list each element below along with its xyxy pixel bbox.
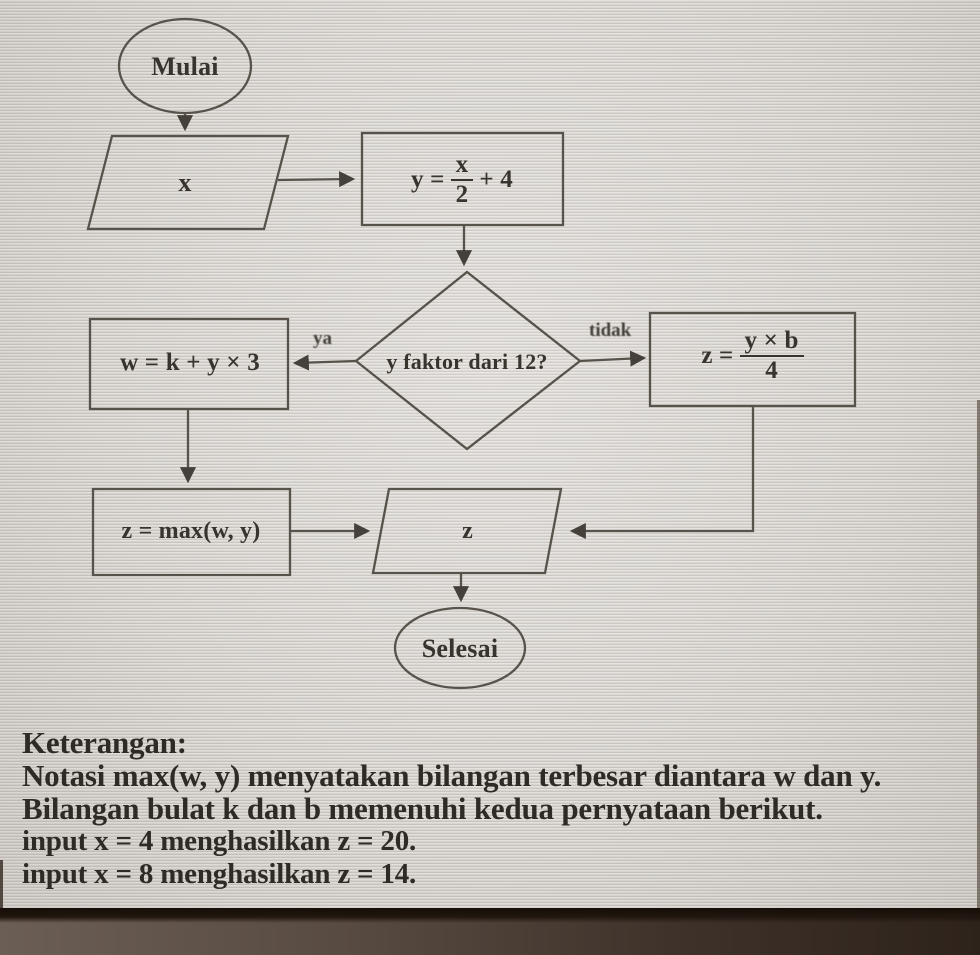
end-label: Selesai xyxy=(421,634,499,663)
input-x-shape xyxy=(88,136,288,229)
output-z-label: z xyxy=(462,518,473,544)
start-label: Mulai xyxy=(151,52,219,81)
keterangan-line: Bilangan bulat k dan b memenuhi kedua pe… xyxy=(22,791,823,826)
process-w-label: w = k + y × 3 xyxy=(120,349,260,376)
input-x-label: x xyxy=(178,168,192,197)
keterangan-line: input x = 4 menghasilkan z = 20. xyxy=(22,825,417,857)
keterangan-heading: Keterangan: xyxy=(22,725,187,760)
photo-page-edge-right xyxy=(977,400,980,908)
screen-bezel-bottom xyxy=(0,908,980,955)
decision-label: y faktor dari 12? xyxy=(386,349,548,374)
decision-shape xyxy=(356,272,580,449)
edge-zdiv-to-output xyxy=(569,406,753,540)
keterangan-section: Keterangan: Notasi max(w, y) menyatakan … xyxy=(22,726,972,891)
edge-no-branch xyxy=(580,350,647,367)
edge-no-label: tidak xyxy=(589,320,632,341)
keterangan-line: Notasi max(w, y) menyatakan bilangan ter… xyxy=(22,758,882,793)
edge-yes-branch xyxy=(292,354,356,371)
edge-input-to-process-y xyxy=(278,171,356,188)
process-zmax-label: z = max(w, y) xyxy=(121,518,261,544)
end-terminator-shape xyxy=(395,608,525,688)
process-y-shape xyxy=(362,133,563,225)
edge-yes-label: ya xyxy=(313,328,332,349)
photo-page-edge-left xyxy=(0,860,3,908)
flowchart-canvas xyxy=(0,0,980,720)
output-z-shape xyxy=(373,489,561,573)
keterangan-line: input x = 8 menghasilkan z = 14. xyxy=(22,858,417,890)
